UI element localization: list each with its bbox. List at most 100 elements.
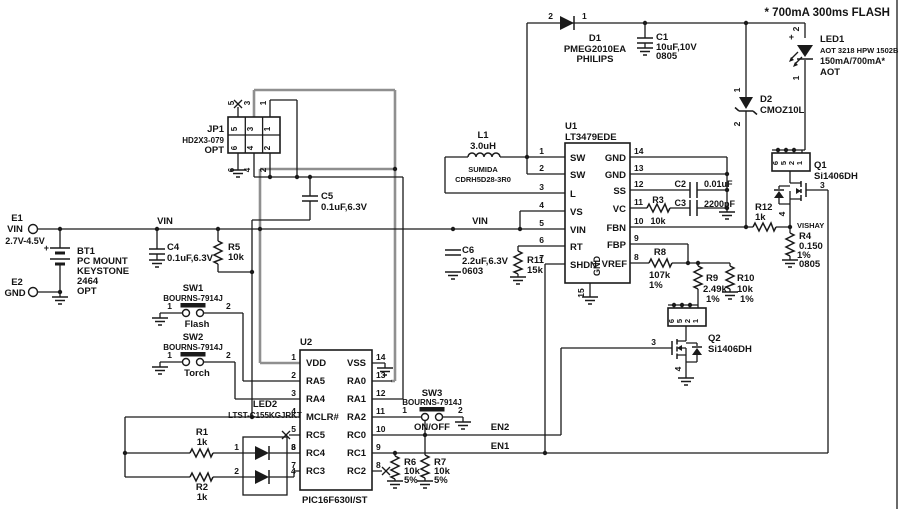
c4-capacitor bbox=[148, 248, 166, 255]
d1-mfr: PHILIPS bbox=[577, 54, 614, 65]
q1-pin1: 1 bbox=[795, 161, 804, 165]
u2-part: PIC16F630I/ST bbox=[302, 495, 368, 506]
u1-vin: VIN bbox=[570, 225, 586, 236]
r8-ref: R8 bbox=[654, 247, 666, 258]
u1-gnd13: GND bbox=[605, 170, 626, 181]
u1-n12: 12 bbox=[634, 179, 644, 189]
bt1-ref: BT1 bbox=[77, 246, 96, 257]
sw2-p1: 1 bbox=[167, 350, 172, 360]
bt1-line3: 2464 bbox=[77, 276, 99, 287]
e2-name: GND bbox=[4, 288, 25, 299]
sw1-p1: 1 bbox=[167, 301, 172, 311]
jp1-i2: 2 bbox=[263, 145, 272, 150]
u2-mclr: MCLR# bbox=[306, 412, 339, 423]
u2-rc3: RC3 bbox=[306, 466, 325, 477]
r4-tol: 1% bbox=[797, 250, 811, 261]
led1-rating: 150mA/700mA* bbox=[820, 56, 886, 66]
r2-value: 1k bbox=[197, 492, 208, 503]
r3-resistor bbox=[646, 203, 671, 213]
q2-pin6: 6 bbox=[667, 319, 676, 323]
q1-pin5: 5 bbox=[779, 161, 788, 165]
jp1-header bbox=[227, 116, 281, 154]
c4-value: 0.1uF,6.3V bbox=[167, 253, 214, 264]
u2-n2: 2 bbox=[291, 370, 296, 380]
u2-n6: 6 bbox=[291, 442, 296, 452]
u1-gnd14: GND bbox=[605, 153, 626, 164]
u1-n7: 7 bbox=[539, 253, 544, 263]
l1-ref: L1 bbox=[477, 130, 489, 141]
r2-ref: R2 bbox=[196, 482, 208, 493]
sw1-switch bbox=[179, 302, 207, 318]
sw2-p2: 2 bbox=[226, 350, 231, 360]
junction-dots bbox=[57, 20, 797, 456]
led1-ref: LED1 bbox=[820, 34, 845, 45]
r9-ref: R9 bbox=[706, 273, 718, 284]
d1-part: PMEG2010EA bbox=[564, 44, 626, 55]
u2-n5: 5 bbox=[291, 424, 296, 434]
bt1-line2: KEYSTONE bbox=[77, 266, 129, 277]
r1-value: 1k bbox=[197, 437, 208, 448]
r4-pkg: 0805 bbox=[799, 259, 821, 270]
r4-mfr: VISHAY bbox=[797, 221, 824, 230]
r12-value: 1k bbox=[755, 212, 766, 223]
q2-mosfet bbox=[667, 307, 707, 363]
r6-value: 10k bbox=[404, 466, 421, 477]
e1-ref: E1 bbox=[11, 213, 23, 224]
u1-n13: 13 bbox=[634, 163, 644, 173]
d2-ref: D2 bbox=[760, 94, 772, 105]
sw3-p1: 1 bbox=[402, 405, 407, 415]
l1-part: CDRH5D28-3R0 bbox=[455, 175, 511, 184]
r5-ref: R5 bbox=[228, 242, 241, 253]
jp1-t5: 5 bbox=[227, 100, 236, 105]
u1-n5: 5 bbox=[539, 218, 544, 228]
u2-n12: 12 bbox=[376, 388, 386, 398]
bt1-battery bbox=[50, 247, 70, 266]
led2-p4: 4 bbox=[291, 466, 296, 476]
q2-pin5: 5 bbox=[675, 319, 684, 323]
led1-diode bbox=[789, 45, 813, 67]
c1-capacitor bbox=[636, 37, 654, 44]
d2-part: CMOZ10L bbox=[760, 105, 805, 116]
u2-rc2: RC2 bbox=[347, 466, 366, 477]
jp1-part: HD2X3-079 bbox=[182, 136, 224, 145]
r6-resistor bbox=[390, 455, 400, 480]
u1-n3: 3 bbox=[539, 182, 544, 192]
d2-pin1: 1 bbox=[732, 87, 742, 92]
d2-pin2: 2 bbox=[732, 121, 742, 126]
c6-value: 2.2uF,6.3V bbox=[462, 256, 509, 267]
u2-ra2: RA2 bbox=[347, 412, 366, 423]
sw3-name: ON/OFF bbox=[414, 422, 450, 433]
u2-body bbox=[299, 349, 373, 491]
u1-n14: 14 bbox=[634, 146, 644, 156]
r6-ref: R6 bbox=[404, 457, 416, 468]
jp1-opt: OPT bbox=[204, 145, 224, 156]
u1-n9: 9 bbox=[634, 233, 639, 243]
led1-pin2: 2 bbox=[791, 26, 801, 31]
q1-part: Si1406DH bbox=[814, 171, 858, 182]
r1-resistor bbox=[189, 448, 214, 458]
e1-range: 2.7V-4.5V bbox=[5, 236, 45, 246]
u1-vs: VS bbox=[570, 207, 583, 218]
led1-plus: + bbox=[789, 32, 794, 42]
c5-ref: C5 bbox=[321, 191, 334, 202]
d1-diode bbox=[560, 16, 575, 30]
r10-resistor bbox=[725, 265, 735, 290]
u1-part: LT3479EDE bbox=[565, 132, 617, 143]
u1-gnd-vert: GND bbox=[592, 256, 602, 277]
en2-label: EN2 bbox=[491, 422, 509, 433]
sw2-part: BOURNS-7914J bbox=[163, 343, 223, 352]
sw3-part: BOURNS-7914J bbox=[402, 398, 462, 407]
c2-capacitor bbox=[689, 181, 698, 199]
r10-ref: R10 bbox=[737, 273, 754, 284]
u2-n11: 11 bbox=[376, 406, 385, 416]
u2-rc1: RC1 bbox=[347, 448, 367, 459]
q1-pin2: 2 bbox=[787, 161, 796, 165]
en1-label: EN1 bbox=[491, 441, 510, 452]
c4-ref: C4 bbox=[167, 242, 180, 253]
r11-resistor bbox=[513, 250, 523, 275]
bt1-plus: + bbox=[44, 243, 49, 253]
u1-vref: VREF bbox=[602, 259, 628, 270]
u2-ra1: RA1 bbox=[347, 394, 367, 405]
